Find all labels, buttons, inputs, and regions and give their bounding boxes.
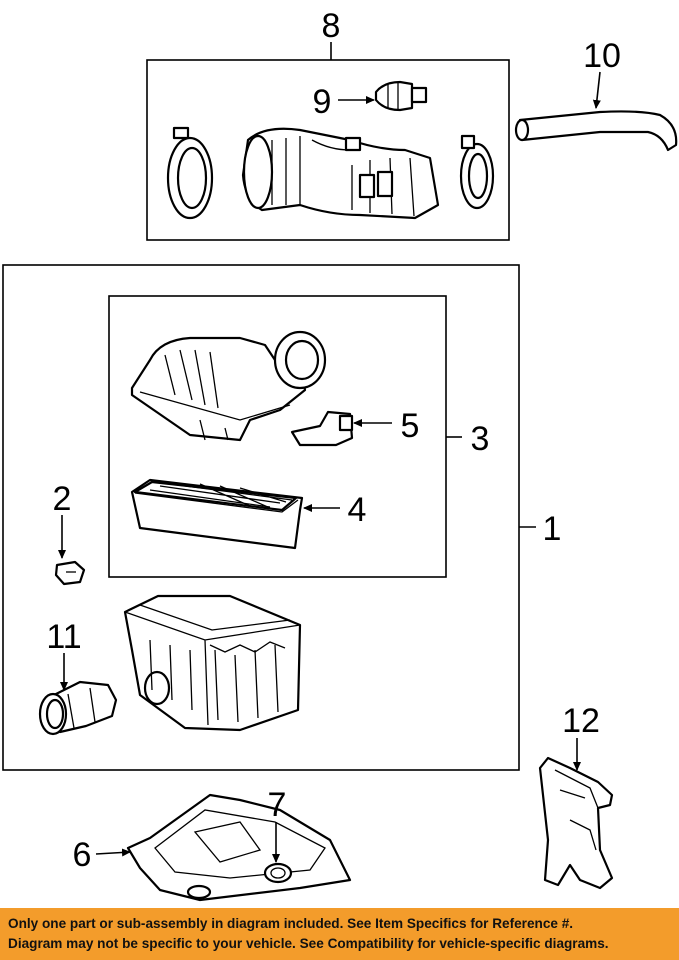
callout-9: 9 [313, 83, 332, 121]
grommet-part-7 [263, 862, 293, 884]
disclaimer-line-2: Diagram may not be specific to your vehi… [8, 936, 609, 951]
air-cleaner-assembly-box [2, 264, 520, 771]
air-filter [130, 478, 304, 550]
air-box-cover [130, 330, 327, 442]
disclaimer-banner: Only one part or sub-assembly in diagram… [0, 908, 679, 960]
callout-2: 2 [53, 480, 72, 518]
callout-6: 6 [73, 836, 92, 874]
intake-duct-group-box [146, 59, 510, 241]
callout-12: 12 [562, 702, 600, 740]
callout-1: 1 [543, 510, 562, 548]
callout-10: 10 [583, 37, 621, 75]
callout-5: 5 [401, 407, 420, 445]
splash-shield [126, 793, 352, 902]
disclaimer-line-1: Only one part or sub-assembly in diagram… [8, 916, 574, 931]
right-hose-clamp [459, 134, 495, 210]
callout-4: 4 [348, 491, 367, 529]
callout-8: 8 [322, 7, 341, 45]
bolt [54, 560, 86, 586]
deflector-part-12 [538, 756, 614, 890]
sensor-part-9 [374, 80, 428, 112]
leader-6 [95, 848, 131, 857]
leader-10 [592, 71, 601, 109]
resonator-part-11 [38, 680, 118, 736]
breather-tube [514, 110, 678, 152]
lower-housing [123, 594, 302, 732]
callout-7: 7 [268, 786, 287, 824]
callout-11: 11 [46, 618, 81, 656]
callout-3: 3 [471, 420, 490, 458]
intake-duct [241, 127, 440, 220]
left-hose-clamp [166, 126, 214, 220]
sensor-part-5 [290, 410, 354, 447]
parts-diagram: 8 9 10 5 3 4 1 2 11 12 6 7 [2, 7, 678, 902]
